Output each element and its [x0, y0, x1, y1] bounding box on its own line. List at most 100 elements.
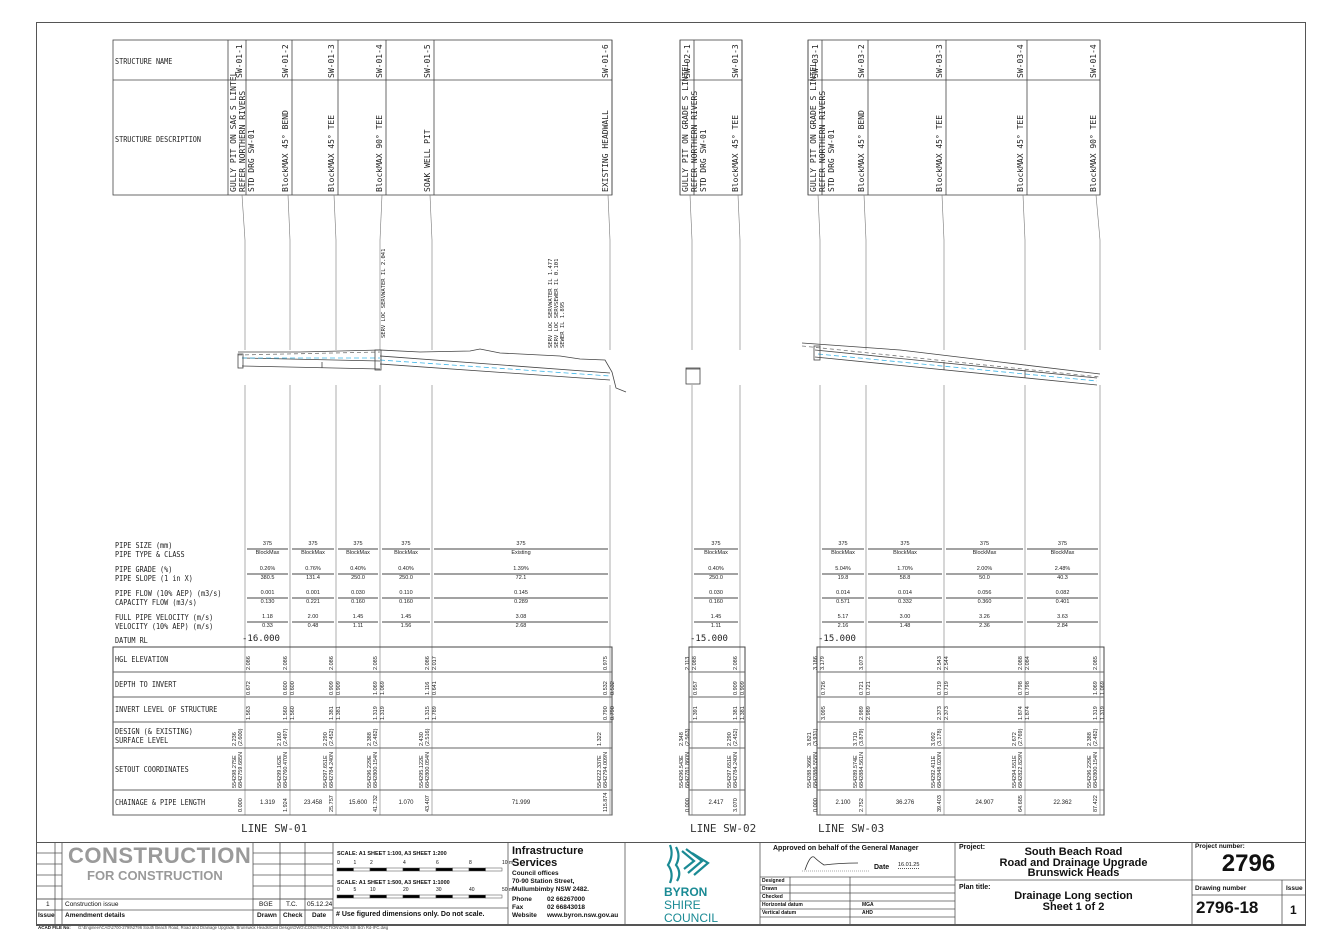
line-label: LINE SW-02 — [690, 822, 757, 835]
hgl-line — [379, 359, 611, 377]
segment-grade: 1.39% — [513, 566, 529, 572]
fax-label: Fax — [512, 904, 524, 911]
pipe-length: 24.907 — [975, 800, 994, 806]
structure-description: SOAK WELL PIT — [423, 129, 432, 192]
row-label-design1: DESIGN (& EXISTING) — [115, 727, 193, 736]
invert-value: 1.789 — [432, 706, 438, 720]
leader-line — [333, 194, 337, 241]
hgl-value: 2.088 — [1018, 656, 1024, 670]
approval-date-label: Date — [874, 864, 890, 871]
scale-bar-segment — [485, 894, 503, 899]
sign-row-label: Vertical datum — [762, 910, 797, 916]
segment-slope: 19.8 — [837, 575, 849, 581]
sign-row-label: Checked — [762, 894, 783, 900]
scale-tick: 10 — [370, 887, 376, 893]
segment-grade: 1.70% — [897, 566, 913, 572]
hgl-value: 0.975 — [603, 656, 609, 670]
revision-details: Construction issue — [65, 901, 119, 908]
depth-value: 0.721 — [859, 681, 865, 695]
row-label-datum: DATUM RL — [115, 636, 148, 645]
design-value: (2.482) — [373, 728, 379, 746]
revision-check: T.C. — [286, 901, 298, 908]
drawing-number-label: Drawing number — [1195, 885, 1247, 892]
segment-capacity: 0.289 — [514, 599, 528, 605]
invert-value: 1.874 — [1018, 706, 1024, 720]
phone-label: Phone — [512, 896, 532, 903]
leader-line — [817, 194, 821, 241]
scale-tick: 30 — [436, 887, 442, 893]
website-link[interactable]: www.byron.nsw.gov.au — [547, 912, 619, 919]
structure-description: BlockMAX 90° TEE — [1089, 114, 1098, 192]
acad-file-path: G:\Engineer\CAD\2700-2799\2796 South Bea… — [78, 925, 389, 930]
project-line-2: Road and Drainage Upgrade — [999, 857, 1148, 869]
hgl-value: 2.543 — [937, 656, 943, 670]
segment-grade: 2.48% — [1054, 566, 1071, 572]
row-label-pipe-type: PIPE TYPE & CLASS — [115, 550, 185, 559]
pipe-length: 23.458 — [303, 800, 323, 806]
approval-text: Approved on behalf of the General Manage… — [773, 845, 919, 852]
depth-value: 0.721 — [866, 681, 872, 695]
segment-slope: 58.8 — [899, 575, 911, 581]
design-value: (3.178) — [937, 728, 943, 746]
structure-description: BlockMAX 45° TEE — [327, 114, 336, 192]
pipe-bottom — [241, 365, 381, 370]
scale-bar-segment — [485, 867, 503, 872]
depth-value: 0.641 — [432, 681, 438, 695]
depth-value: 1.069 — [380, 681, 386, 695]
chainage-value: 39.403 — [937, 795, 943, 812]
segment-vel: 2.36 — [979, 623, 990, 629]
invert-value: 0.790 — [610, 706, 616, 720]
segment-type: BlockMax — [346, 550, 370, 556]
council-name-3: COUNCIL — [664, 911, 719, 925]
depth-value: 0.532 — [610, 681, 616, 695]
segment-slope: 40.3 — [1057, 575, 1068, 581]
row-label-pipe-flow: PIPE FLOW (10% AEP) (m3/s) — [115, 589, 222, 598]
structure-name: SW-03-3 — [935, 44, 944, 78]
structure-name: SW-01-5 — [423, 44, 432, 78]
segment-fpv: 2.00 — [307, 614, 319, 620]
depth-value: 1.116 — [425, 681, 431, 695]
chainage-value: 0.000 — [813, 798, 819, 812]
invert-value: 1.391 — [693, 706, 699, 720]
design-surface-line — [801, 345, 1101, 378]
scale1-label: SCALE: A1 SHEET 1:100, A3 SHEET 1:200 — [337, 851, 447, 857]
row-label-structure-description: STRUCTURE DESCRIPTION — [115, 135, 201, 144]
hgl-value: 2.088 — [692, 656, 698, 670]
pipe-length: 15.600 — [348, 800, 368, 806]
segment-flow: 0.030 — [351, 590, 365, 596]
segment-capacity: 0.160 — [351, 599, 365, 605]
scale-tick: 4 — [403, 860, 406, 866]
segment-size: 375 — [401, 541, 411, 547]
segment-capacity: 0.360 — [977, 599, 992, 605]
invert-value: 1.381 — [336, 706, 342, 720]
scale-tick: 1 — [353, 860, 357, 866]
row-label-invert: INVERT LEVEL OF STRUCTURE — [115, 705, 218, 714]
hgl-value: 2.085 — [1093, 656, 1099, 670]
depth-value: 0.909 — [733, 681, 739, 695]
pit-sw-01-1 — [237, 353, 244, 369]
chainage-value: 0.000 — [238, 798, 244, 812]
depth-value: 0.532 — [603, 681, 609, 695]
approval-date: 16.01.25 — [898, 862, 920, 869]
invert-value: 1.560 — [283, 706, 289, 720]
pipe-top — [814, 349, 1098, 379]
plan-title-label: Plan title: — [959, 884, 991, 891]
row-label-depth: DEPTH TO INVERT — [115, 680, 177, 689]
project-number-label: Project number: — [1195, 843, 1245, 850]
segment-flow: 0.001 — [306, 590, 320, 596]
design-value: (2.482) — [1093, 728, 1099, 746]
segment-size: 375 — [711, 541, 721, 547]
pipe-length: 1.070 — [398, 800, 414, 806]
leader-line — [863, 194, 867, 241]
structure-description: BlockMAX 45° TEE — [731, 114, 740, 192]
segment-capacity: 0.332 — [898, 599, 912, 605]
segment-grade: 5.04% — [835, 566, 851, 572]
address-1: 70-90 Station Street, — [512, 878, 575, 885]
hgl-line — [817, 353, 1098, 382]
stamp-construction: CONSTRUCTION — [68, 843, 252, 868]
segment-type: BlockMax — [893, 550, 917, 556]
signature-icon — [802, 856, 870, 872]
pipe-length: 1.319 — [259, 800, 276, 806]
chainage-value: 41.732 — [373, 795, 379, 812]
invert-value: 1.319 — [380, 706, 386, 720]
